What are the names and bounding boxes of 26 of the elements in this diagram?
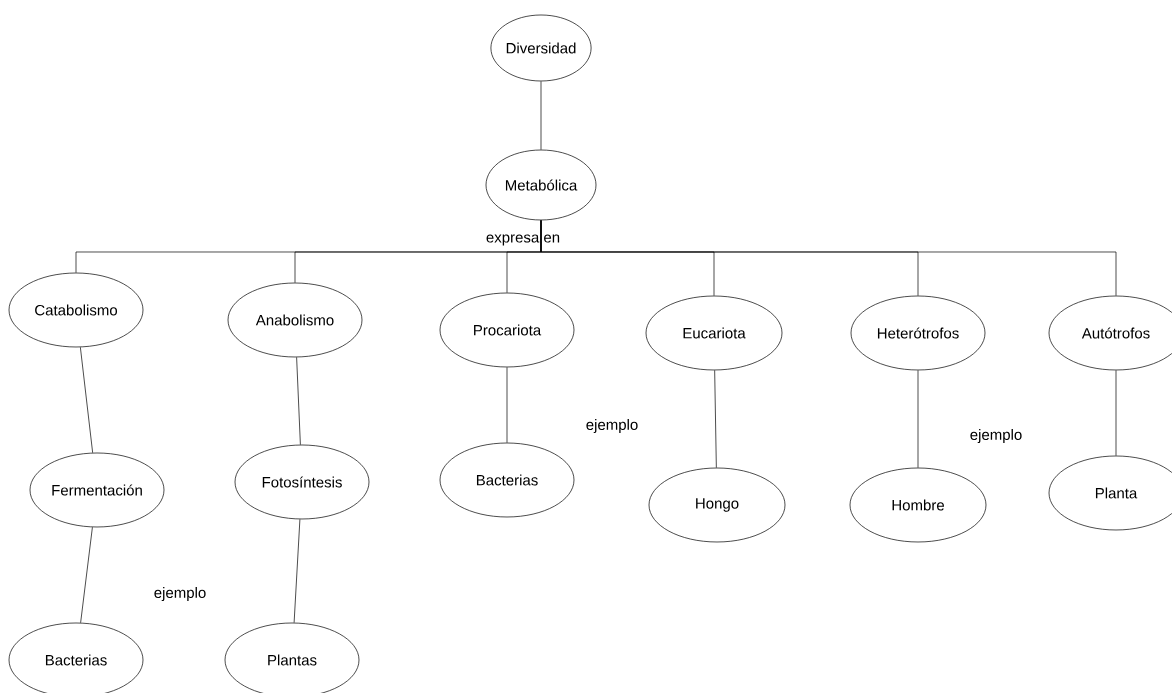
ellipse-node: Fermentación xyxy=(29,452,165,528)
relation-label: ejemplo xyxy=(586,419,638,433)
relation-label: ejemplo xyxy=(970,429,1022,443)
relation-label: ejemplo xyxy=(154,587,206,601)
ellipse-node: Hombre xyxy=(849,467,987,543)
connector-line xyxy=(540,81,542,150)
relation-label: expresa en xyxy=(486,234,560,246)
connector-line xyxy=(917,370,919,468)
connector-line xyxy=(1115,370,1117,456)
ellipse-node: Anabolismo xyxy=(227,282,363,358)
ellipse-node: Procariota xyxy=(439,292,575,368)
ellipse-node: Metabólica xyxy=(485,149,597,221)
connector-line xyxy=(540,220,1117,296)
connector-line xyxy=(714,370,717,468)
connector-line xyxy=(80,526,93,624)
ellipse-node: Heterótrofos xyxy=(850,295,986,371)
connector-line xyxy=(506,367,508,443)
connector-line xyxy=(293,518,301,623)
ellipse-node: Fotosíntesis xyxy=(234,444,370,520)
connector-line xyxy=(80,346,93,454)
ellipse-node: Bacterias xyxy=(439,442,575,518)
ellipse-node: Hongo xyxy=(648,467,786,543)
ellipse-node: Diversidad xyxy=(490,14,592,82)
ellipse-node: Catabolismo xyxy=(8,272,144,348)
connector-line xyxy=(296,357,301,445)
ellipse-node: Eucariota xyxy=(645,295,783,371)
